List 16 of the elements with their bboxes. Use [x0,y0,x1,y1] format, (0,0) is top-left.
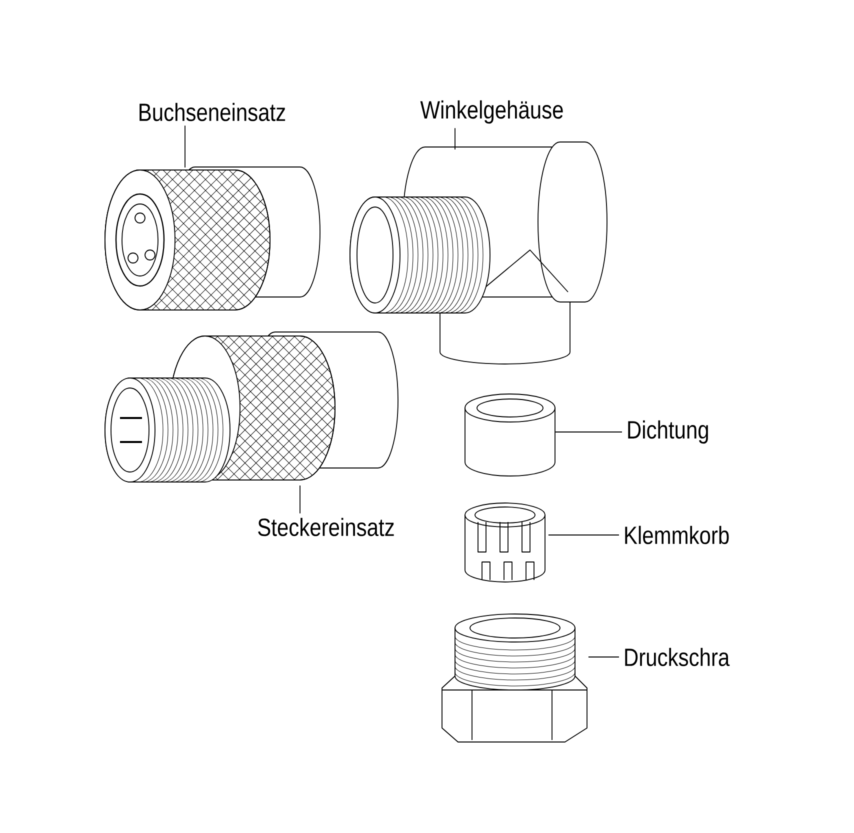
part-label: Steckereinsatz [258,518,394,536]
leader-line [184,125,186,168]
angle-housing-drawing [350,142,608,364]
pressure-screw-drawing [442,614,588,742]
leader-line [588,656,620,658]
part-label: Klemmkorb [625,526,729,544]
part-label: Druckschra [625,648,730,666]
socket-insert-drawing [104,166,320,310]
part-label: Winkelgehäuse [420,100,563,124]
plug-insert-drawing [104,332,398,482]
clamp-basket-drawing [464,502,546,582]
seal-cylinder [464,394,556,476]
leader-line [548,534,620,536]
leader-line [454,128,456,150]
part-label: Dichtung [628,420,708,444]
part-label: Buchseneinsatz [140,102,286,122]
